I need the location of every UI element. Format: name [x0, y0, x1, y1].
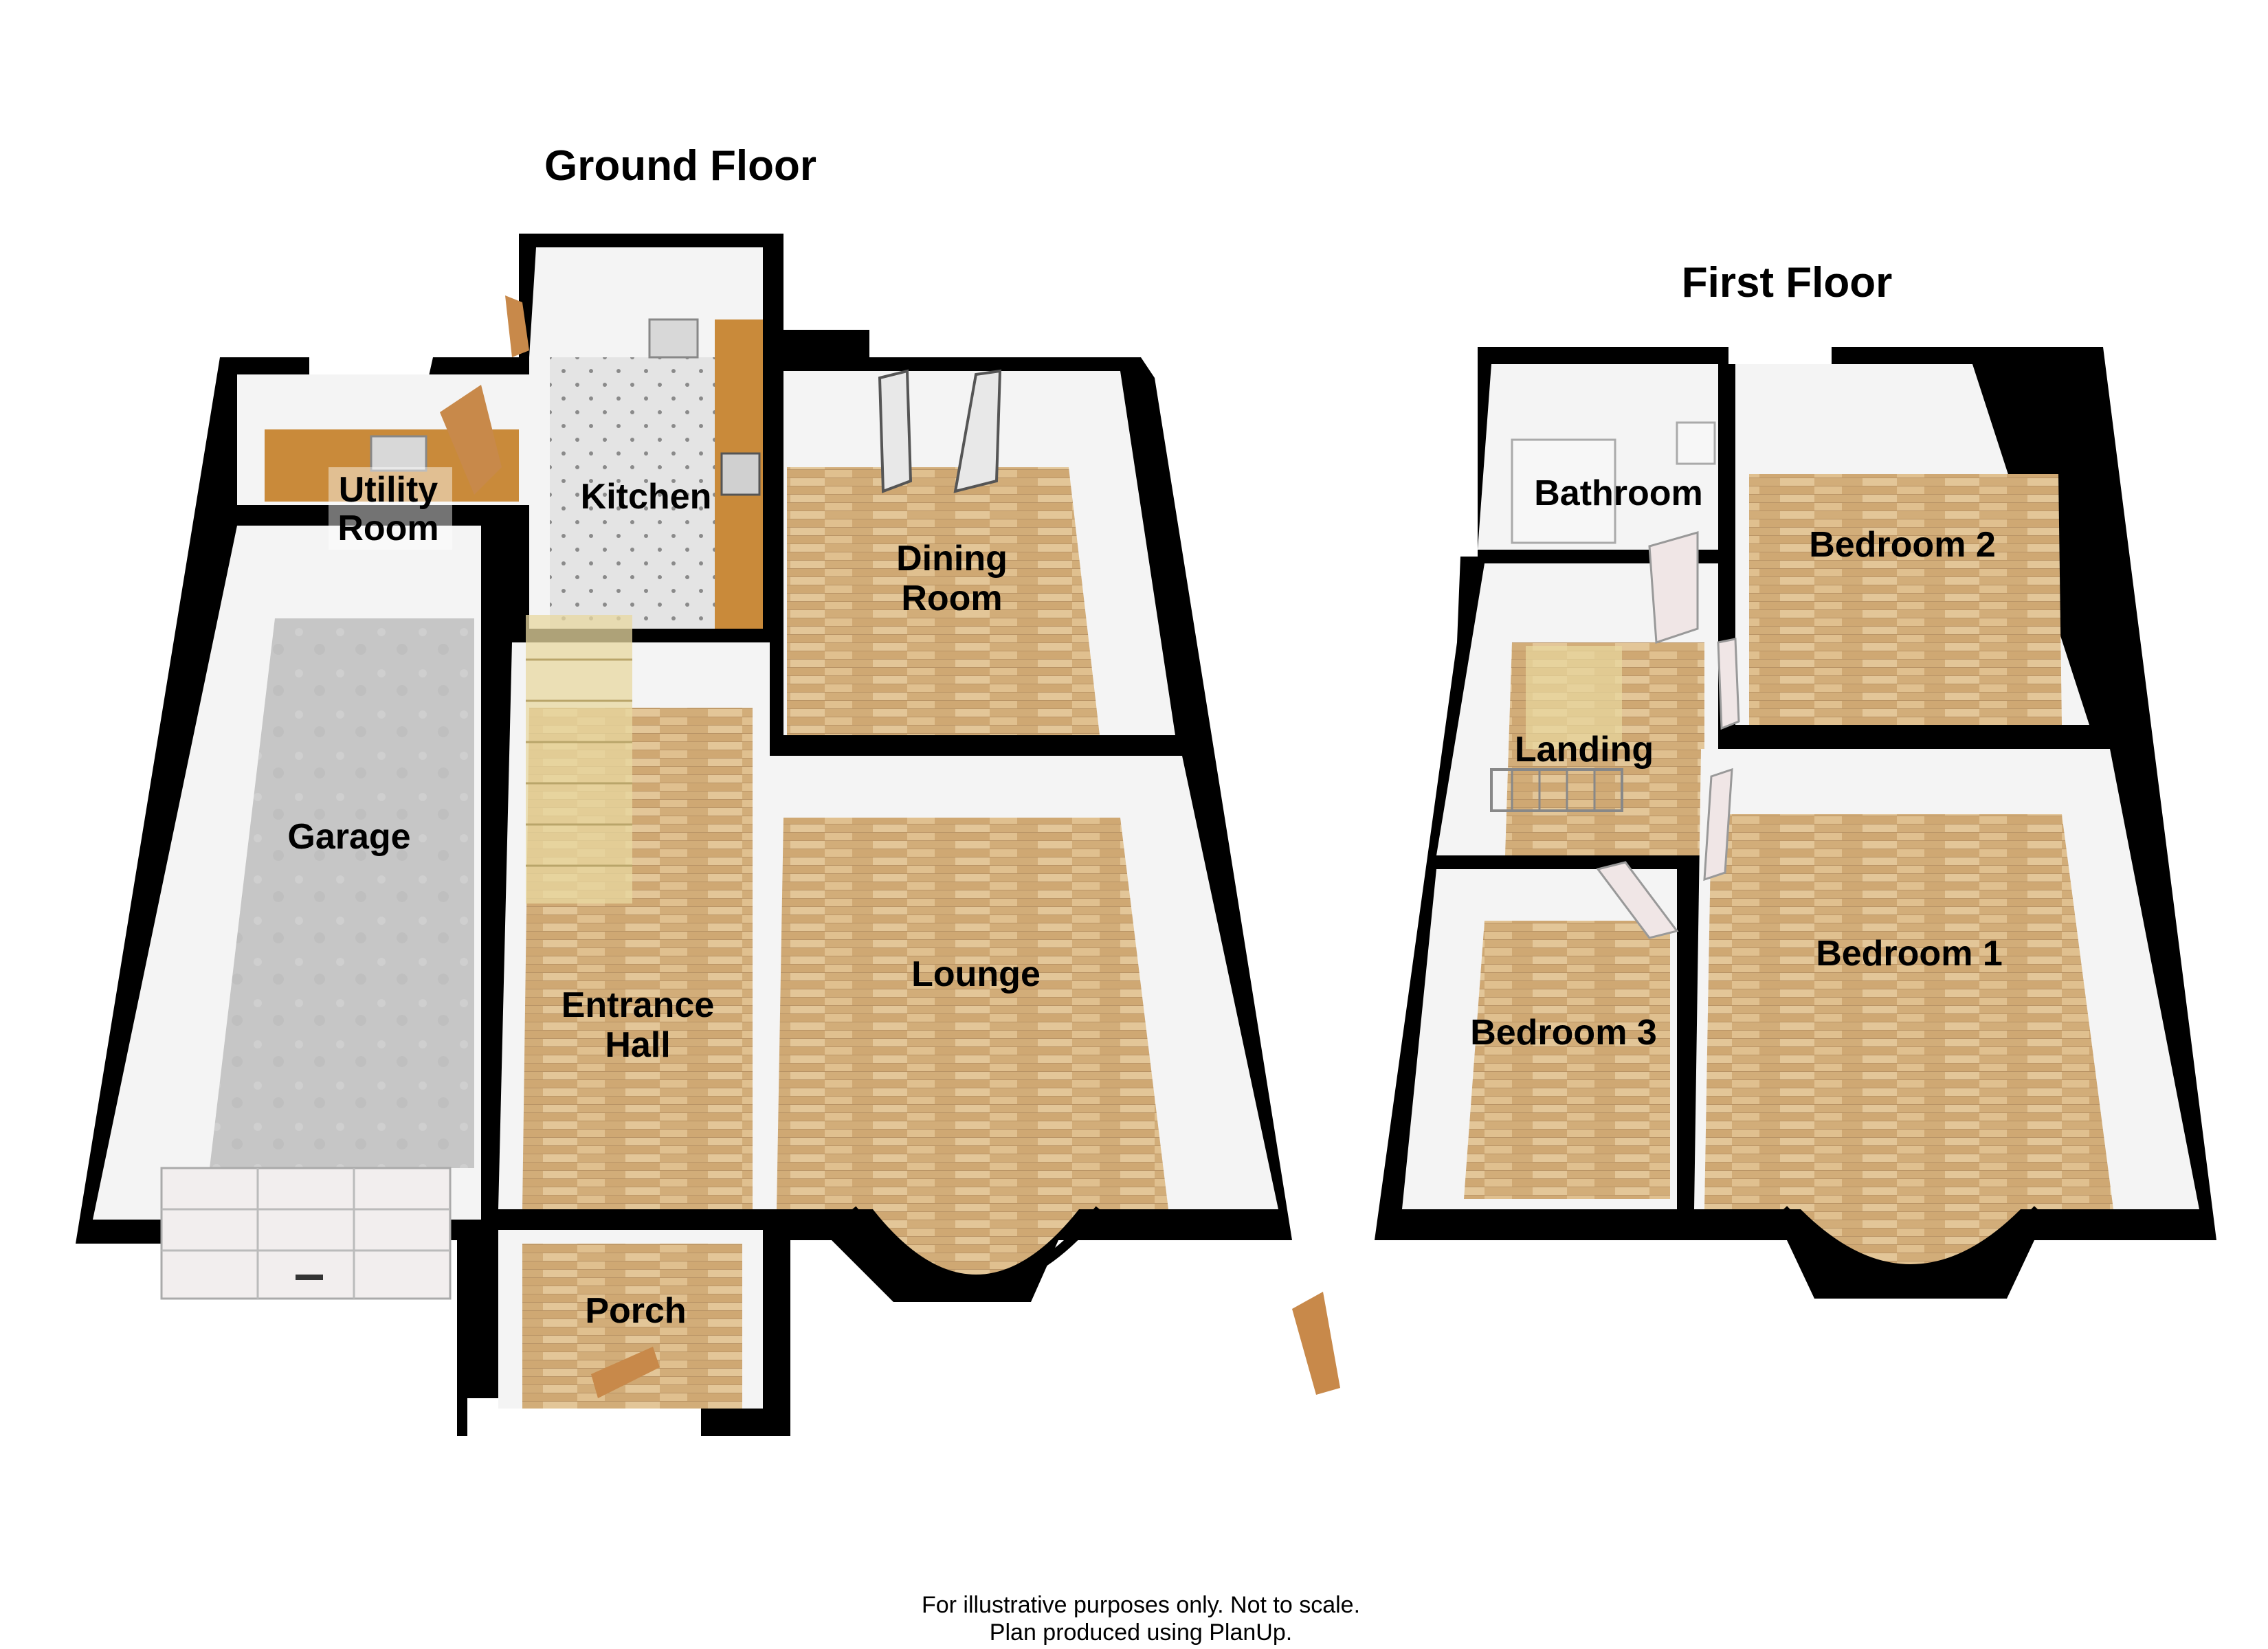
garage-door: [160, 1167, 452, 1300]
stair-well: [1526, 646, 1622, 749]
lounge-floor: [777, 818, 1168, 1209]
bedroom-3-label: Bedroom 3: [1470, 1013, 1657, 1053]
landing-label: Landing: [1515, 730, 1654, 770]
side-door: [505, 295, 529, 357]
dining-room-label: Dining Room: [896, 539, 1008, 618]
bedroom-1-floor: [1704, 814, 2113, 1209]
kitchen-sink-icon: [648, 318, 699, 359]
entrance-hall-label: Entrance Hall: [562, 985, 715, 1065]
bedroom-3-floor: [1464, 921, 1670, 1199]
garage-floor: [210, 618, 474, 1168]
bedroom-1-bay-window: [1801, 1209, 2021, 1264]
bedroom-2-door: [1717, 638, 1740, 730]
lounge-label: Lounge: [911, 954, 1041, 994]
toilet-icon: [1676, 421, 1716, 465]
landing-banister: [1490, 768, 1623, 812]
bathroom-label: Bathroom: [1534, 473, 1703, 513]
front-door: [591, 1347, 660, 1398]
patio-door-left: [878, 369, 913, 493]
bathroom-door: [1648, 531, 1699, 644]
entrance-hall-label-line2: Hall: [605, 1025, 670, 1065]
ground-doors: [440, 295, 1340, 1398]
bedroom-1-bay-wall: [1779, 1206, 2042, 1283]
patio-door-right: [953, 369, 1002, 493]
lounge-bay-wall: [848, 1206, 1104, 1290]
utility-room-label: Utility Room: [329, 467, 452, 550]
bath-icon: [1511, 438, 1616, 544]
kitchen-label: Kitchen: [581, 477, 712, 517]
lounge-bay-window: [873, 1209, 1079, 1275]
entrance-hall-label-line1: Entrance: [562, 985, 715, 1025]
first-floor-title: First Floor: [1682, 259, 1893, 306]
staircase: [526, 615, 632, 904]
utility-room-label-line2: Room: [337, 508, 438, 548]
utility-sink-icon: [370, 435, 427, 472]
disclaimer-line-1: For illustrative purposes only. Not to s…: [922, 1592, 1360, 1618]
bedroom-1-door: [1703, 767, 1733, 882]
bedroom-2-floor: [1749, 474, 2062, 725]
first-floor: First Floor Bathroom Bedroom 2 Landing B…: [1375, 259, 2216, 1299]
disclaimer-line-2: Plan produced using PlanUp.: [990, 1619, 1292, 1646]
bedroom-3-door: [1596, 861, 1679, 939]
bedroom-2-label: Bedroom 2: [1809, 525, 1996, 565]
dining-room-label-line1: Dining: [896, 539, 1008, 579]
hob-icon: [720, 452, 761, 496]
utility-room-label-line1: Utility: [339, 470, 438, 510]
ground-floor: Ground Floor Utility Room Kitchen Dining…: [76, 142, 1340, 1436]
dining-room-floor: [787, 467, 1100, 735]
bedroom-1-label: Bedroom 1: [1816, 934, 2003, 974]
first-doors: [1596, 531, 1740, 939]
back-door: [440, 385, 502, 495]
dining-room-label-line2: Room: [901, 579, 1002, 618]
garage-label: Garage: [287, 817, 410, 857]
ground-floor-title: Ground Floor: [544, 142, 816, 190]
porch-label: Porch: [585, 1291, 686, 1331]
porch-door: [1292, 1292, 1340, 1395]
